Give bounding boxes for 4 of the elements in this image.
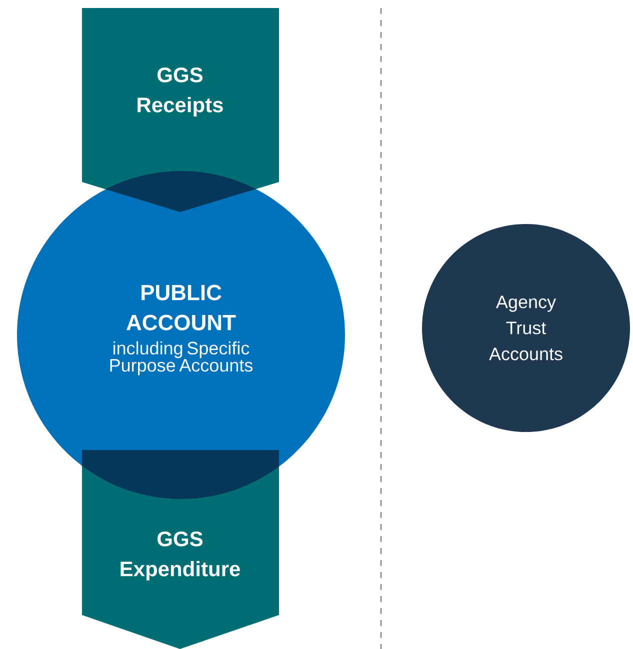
arrow-label: GGS Receipts	[138, 68, 223, 117]
circle-label: PUBLIC ACCOUNT including Specific Purpose Accounts	[110, 284, 253, 376]
arrow-label: GGS Expenditure	[120, 532, 240, 581]
circle-label: Agency Trust Accounts	[489, 296, 562, 360]
